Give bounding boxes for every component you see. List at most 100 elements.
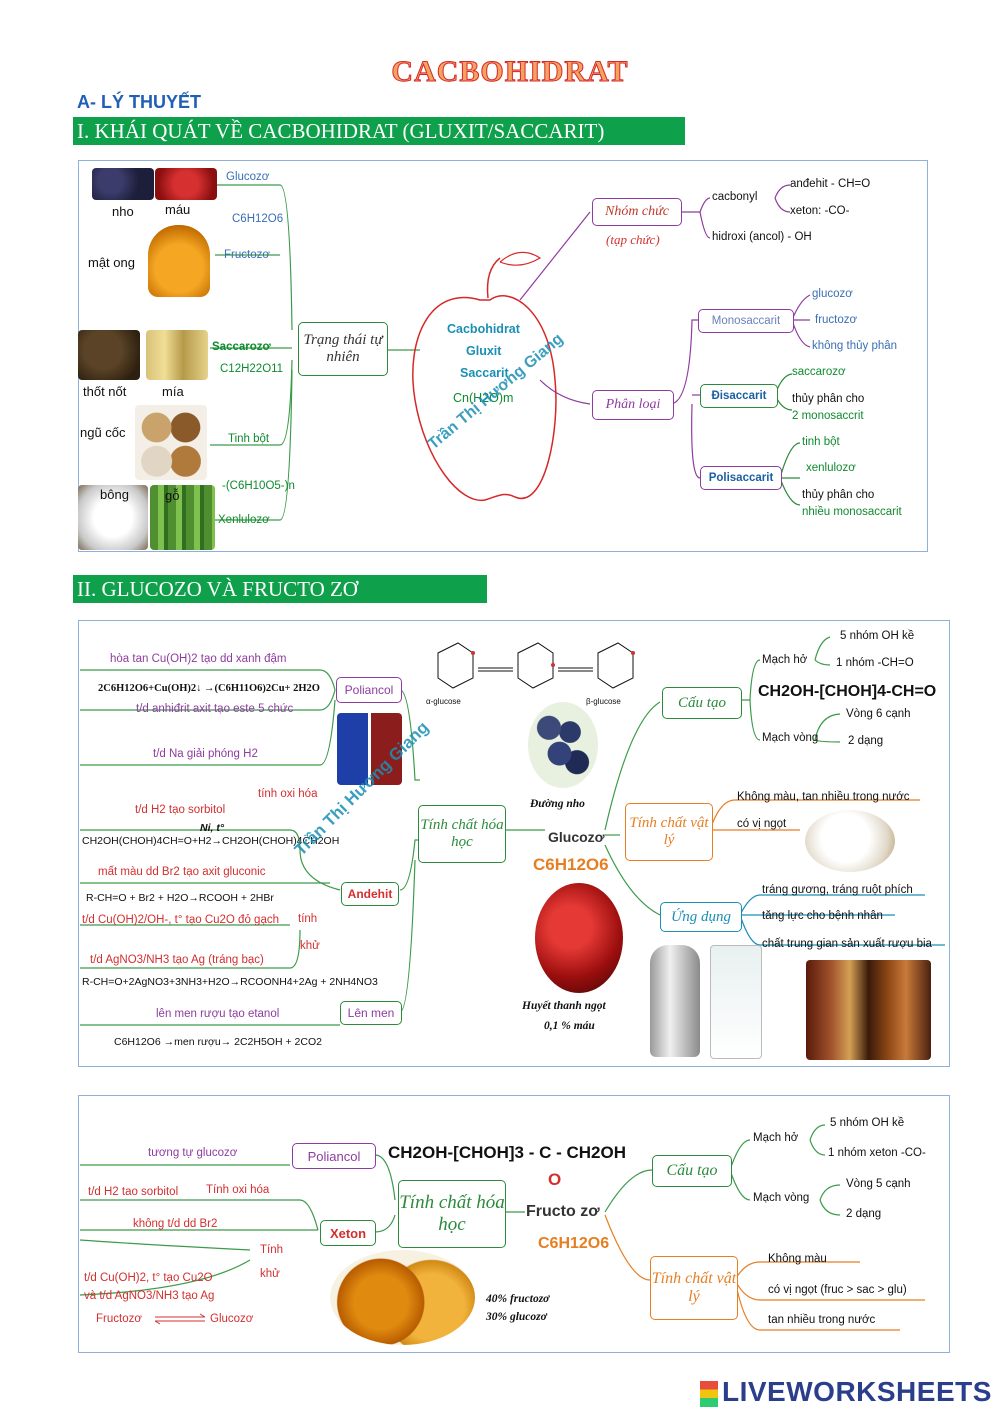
glucose-mindmap-panel: [78, 620, 950, 1067]
andehit-sorbitol: t/d H2 tạo sorbitol: [135, 804, 226, 816]
glucose-application-box: Ứng dụng: [660, 902, 742, 932]
glucose-1-cho: 1 nhóm -CH=O: [836, 657, 914, 669]
label-thot-not: thốt nốt: [83, 384, 127, 399]
test-tubes-image: [337, 713, 402, 785]
andehit-tinh: tính: [298, 913, 318, 925]
len-men-item: lên men rượu tạo etanol: [156, 1008, 280, 1020]
fructose-xeton-group: 1 nhóm xeton -CO-: [828, 1147, 926, 1159]
center-general-formula: Cn(H2O)m: [453, 391, 514, 405]
xeton-khu: khử: [260, 1268, 280, 1280]
blood-photo: [535, 883, 623, 993]
page-title: CACBOHIDRAT: [391, 55, 629, 89]
poliancol-item-1: hòa tan Cu(OH)2 tạo dd xanh đậm: [110, 653, 287, 665]
xeton-br2: không t/d dd Br2: [133, 1218, 218, 1230]
label-nho: nho: [112, 204, 134, 219]
alpha-glucose-label: α-glucose: [426, 697, 461, 706]
fructose-physical-box: Tính chất vật lý: [650, 1256, 738, 1320]
andehit-label: anđehit - CH=O: [790, 178, 871, 190]
mono-item-note: không thủy phân: [812, 340, 898, 352]
mono-item-fructozo: fructozơ: [815, 314, 858, 326]
andehit-catalyst: Ni, t°: [200, 822, 225, 834]
grape-caption: Đường nho: [530, 798, 585, 810]
glucose-open-formula: CH2OH-[CHOH]4-CH=O: [758, 683, 937, 700]
equilibrium-arrow: [154, 1313, 206, 1325]
glucose-mach-vong: Mạch vòng: [762, 732, 819, 744]
glucose-mach-ho: Mạch hở: [762, 654, 808, 666]
label-bong: bông: [100, 487, 129, 502]
blood-cells-image: [155, 168, 217, 200]
fructose-2-forms: 2 dạng: [846, 1208, 882, 1220]
iv-bottle-photo: [710, 945, 762, 1059]
hidroxi-label: hidroxi (ancol) - OH: [712, 231, 812, 243]
glucose-ring-6: Vòng 6 cạnh: [846, 708, 911, 720]
andehit-br2: mất màu dd Br2 tạo axit gluconic: [98, 866, 266, 878]
blood-caption-1: Huyết thanh ngọt: [522, 1000, 606, 1012]
di-item-hydrolysis: thủy phân cho: [792, 393, 865, 405]
classification-box: Phân loại: [592, 390, 674, 420]
poly-item-hydrolysis: thủy phân cho: [802, 489, 875, 501]
xeton-agno3: và t/d AgNO3/NH3 tạo Ag: [84, 1290, 215, 1302]
liveworksheets-logo[interactable]: LIVEWORKSHEETS: [700, 1376, 992, 1408]
center-cacbohidrat: Cacbohidrat: [447, 322, 520, 336]
grains-image: [135, 405, 207, 480]
poliancol-item-4: t/d Na giải phóng H2: [153, 748, 258, 760]
glucose-5-oh: 5 nhóm OH kề: [840, 630, 915, 642]
fructose-formula: C6H12O6: [538, 1235, 610, 1252]
glucose-ring-structures: [437, 642, 635, 689]
honey-image: [148, 225, 210, 297]
section2-heading: II. GLUCOZO VÀ FRUCTO ZƠ: [73, 575, 487, 603]
glucose-phys-1: Không màu, tan nhiều trong nước: [737, 791, 910, 803]
andehit-khu: khử: [300, 940, 320, 952]
fructose-center-label: Fructo zơ: [526, 1203, 600, 1220]
xeton-fructozo: Fructozơ: [96, 1313, 142, 1325]
fructose-poliancol-box: Poliancol: [292, 1143, 376, 1169]
section-subtitle: A- LÝ THUYẾT: [77, 92, 201, 112]
xeton-box: Xeton: [320, 1220, 376, 1246]
thermos-photo: [650, 945, 700, 1057]
saccarozo-formula: C12H22O11: [220, 363, 284, 375]
andehit-box: Andehit: [341, 882, 399, 906]
center-saccarit: Saccarit: [460, 366, 509, 380]
di-item-saccarozo: saccarozơ: [792, 366, 846, 378]
blood-caption-2: 0,1 % máu: [544, 1020, 595, 1032]
glucose-chem-props-box: Tính chất hóa học: [418, 805, 506, 863]
honey-caption-2: 30% glucozơ: [486, 1311, 547, 1323]
logo-text: LIVEWORKSHEETS: [722, 1376, 992, 1407]
palm-fruit-image: [78, 330, 140, 380]
poly-item-xenlulozo: xenlulozơ: [806, 462, 856, 474]
polisaccarit-box: Polisaccarit: [700, 466, 782, 490]
fructose-poliancol-item: tương tự glucozơ: [148, 1147, 238, 1159]
andehit-hydrogenation: CH2OH(CHOH)4CH=O+H2→CH2OH(CHOH)4CH2OH: [82, 835, 340, 847]
label-mia: mía: [162, 384, 184, 399]
xeton-glucozo: Glucozơ: [210, 1313, 254, 1325]
fructose-phys-3: tan nhiều trong nước: [768, 1314, 876, 1326]
cacbonyl-label: cacbonyl: [712, 191, 758, 203]
len-men-box: Lên men: [340, 1001, 402, 1025]
bottles-photo: [806, 960, 931, 1060]
xeton-sorbitol: t/d H2 tao sorbitol: [88, 1186, 179, 1198]
glucozo-formula: C6H12O6: [232, 213, 284, 225]
xeton-cu2o: t/d Cu(OH)2, t° tạo Cu2O: [84, 1272, 213, 1284]
andehit-trang-bac: t/d AgNO3/NH3 tạo Ag (tráng bạc): [90, 954, 264, 966]
fructose-formula-line: CH2OH-[CHOH]3 - C - CH2OH: [388, 1143, 626, 1162]
beta-glucose-label: β-glucose: [586, 697, 621, 706]
tinh-bot-label: Tinh bột: [228, 433, 270, 445]
glucozo-label: Glucozơ: [226, 171, 270, 183]
glucose-phys-2: có vị ngọt: [737, 818, 787, 830]
glucose-structure-box: Cấu tạo: [662, 687, 742, 719]
bamboo-image: [150, 485, 215, 550]
label-go: gỗ: [165, 488, 180, 503]
fructose-structure-box: Cấu tạo: [652, 1155, 732, 1187]
poliancol-reaction: 2C6H12O6+Cu(OH)2↓ →(C6H11O6)2Cu+ 2H2O: [98, 683, 320, 694]
fructose-ring-5: Vòng 5 cạnh: [846, 1178, 911, 1190]
xeton-oxi-hoa: Tính oxi hóa: [206, 1184, 270, 1196]
poliancol-box: Poliancol: [336, 677, 402, 703]
poliancol-item-3: t/d anhiđrit axit tạo este 5 chức: [136, 703, 294, 715]
app-item-2: tăng lực cho bệnh nhân: [762, 910, 883, 922]
mono-item-glucozo: glucozơ: [812, 288, 853, 300]
glucose-formula: C6H12O6: [533, 855, 609, 874]
len-men-reaction: C6H12O6 →men rượu→ 2C2H5OH + 2CO2: [114, 1036, 322, 1048]
